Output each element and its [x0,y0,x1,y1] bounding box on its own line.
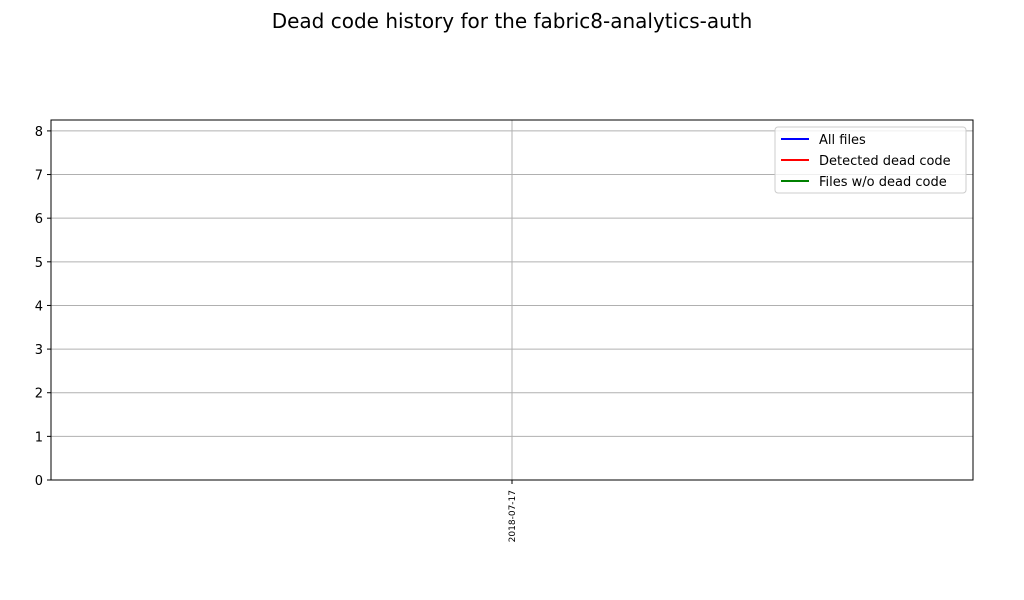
y-tick-label: 2 [35,387,43,402]
x-axis: 2018-07-17 [508,480,518,542]
legend-label-0: All files [819,133,866,148]
y-tick-label: 7 [35,169,43,184]
y-axis: 0 1 2 3 4 5 6 7 8 [35,125,51,489]
y-tick-label: 8 [35,125,43,140]
grid-layer [51,120,973,481]
y-tick-label: 1 [35,430,43,445]
legend-label-2: Files w/o dead code [819,175,947,190]
y-tick-label: 5 [35,256,43,271]
y-tick-label: 0 [35,474,43,489]
x-tick-label: 2018-07-17 [508,490,518,542]
y-tick-label: 4 [35,299,43,314]
chart-title: Dead code history for the fabric8-analyt… [272,9,753,33]
y-tick-label: 6 [35,212,43,227]
legend-label-1: Detected dead code [819,154,951,169]
legend-box [774,126,967,194]
y-tick-label: 3 [35,343,43,358]
